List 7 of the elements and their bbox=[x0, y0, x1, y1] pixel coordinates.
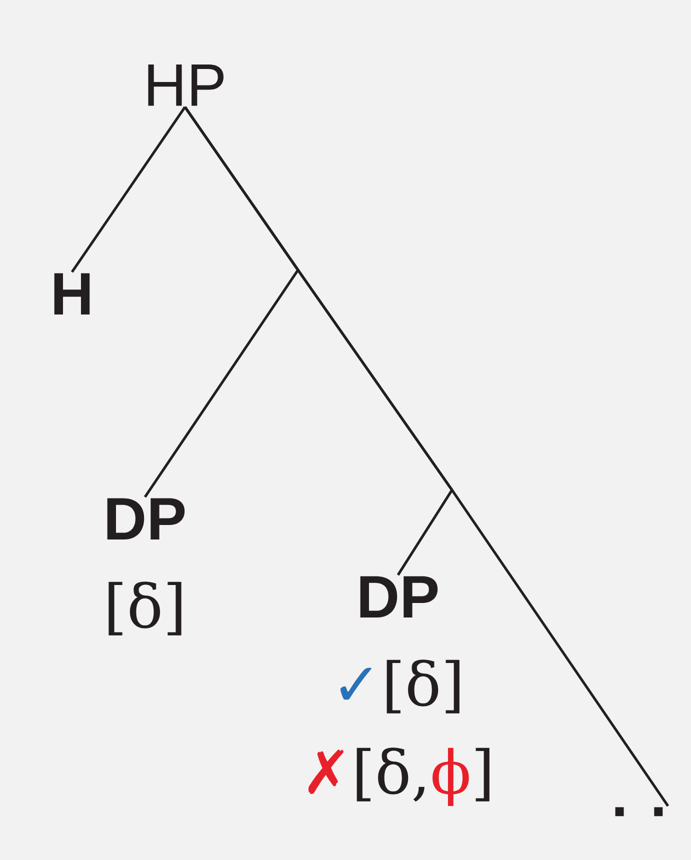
tree-label: H bbox=[54, 273, 90, 314]
tree-label: DP [δ] bbox=[107, 498, 185, 636]
tree-branch bbox=[70, 106, 186, 273]
tree-label: DP ✓ [δ] ✗ [δ,ϕ] bbox=[308, 576, 490, 806]
tree-label: HP bbox=[148, 64, 224, 106]
ellipsis: . . bbox=[615, 807, 663, 816]
tree-branch bbox=[184, 106, 670, 807]
